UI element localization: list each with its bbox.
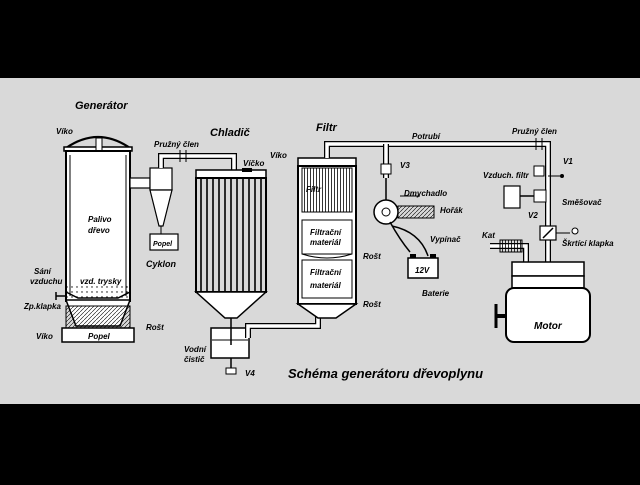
label-smesovac: Směšovač bbox=[562, 198, 602, 207]
label-kat: Kat bbox=[482, 231, 495, 240]
label-rost-filtr-1: Rošt bbox=[363, 252, 381, 261]
label-filtr-inner: Filtr bbox=[306, 185, 322, 194]
label-rost-generator: Rošt bbox=[146, 323, 164, 332]
label-vypinac: Vypínač bbox=[430, 235, 461, 244]
label-popel-generator: Popel bbox=[88, 332, 111, 341]
filter-unit bbox=[295, 157, 359, 319]
label-skrtici-klapka: Škrtící klapka bbox=[562, 239, 614, 248]
engine-unit bbox=[494, 261, 591, 343]
diagram-title: Schéma generátoru dřevoplynu bbox=[288, 366, 483, 381]
cooler-unit bbox=[194, 168, 268, 375]
label-filtracni-2a: Filtrační bbox=[310, 268, 343, 277]
label-v1: V1 bbox=[563, 157, 573, 166]
label-vzduch-filtr: Vzduch. filtr bbox=[483, 171, 530, 180]
exhaust-unit bbox=[490, 239, 529, 262]
label-palivo-2: dřevo bbox=[88, 226, 110, 235]
generator-unit bbox=[55, 136, 151, 343]
label-baterie: Baterie bbox=[422, 289, 450, 298]
label-filtracni-1b: materiál bbox=[310, 238, 341, 247]
label-cyklon: Cyklon bbox=[146, 259, 177, 269]
label-v3: V3 bbox=[400, 161, 410, 170]
label-v4: V4 bbox=[245, 369, 255, 378]
label-motor: Motor bbox=[534, 321, 563, 332]
label-viko-filtr: Víko bbox=[270, 151, 287, 160]
battery-unit bbox=[389, 221, 439, 279]
label-horak: Hořák bbox=[440, 206, 463, 215]
label-battery-voltage: 12V bbox=[415, 266, 430, 275]
pipe-cooler-filter bbox=[245, 312, 321, 338]
label-pruzny-clen-2: Pružný člen bbox=[512, 127, 557, 136]
label-v2: V2 bbox=[528, 211, 538, 220]
label-sani-2: vzduchu bbox=[30, 277, 63, 286]
cyclone-unit bbox=[149, 167, 179, 251]
pipe-generator-cooler bbox=[158, 150, 237, 170]
label-vodni-1: Vodní bbox=[184, 345, 208, 354]
label-pruzny-clen-1: Pružný člen bbox=[154, 140, 199, 149]
label-vodni-2: čistič bbox=[184, 355, 205, 364]
label-filtracni-2b: materiál bbox=[310, 281, 341, 290]
label-viko-bottom: Víko bbox=[36, 332, 53, 341]
label-vicko: Víčko bbox=[243, 159, 264, 168]
label-viko-top: Víko bbox=[56, 127, 73, 136]
label-filtracni-1a: Filtrační bbox=[310, 228, 343, 237]
label-popel-cyklon: Popel bbox=[153, 241, 173, 248]
label-dmychadlo: Dmychadlo bbox=[404, 189, 447, 198]
filter-title: Filtr bbox=[316, 122, 337, 134]
label-zp-klapka: Zp.klapka bbox=[23, 302, 61, 311]
label-vzd-trysky: vzd. trysky bbox=[80, 277, 122, 286]
label-sani-1: Sání bbox=[34, 267, 53, 276]
label-potrubi: Potrubí bbox=[412, 132, 442, 141]
blower-unit bbox=[373, 163, 435, 225]
mixer-unit bbox=[503, 165, 579, 241]
cooler-title: Chladič bbox=[210, 127, 251, 139]
generator-title: Generátor bbox=[75, 100, 128, 112]
label-rost-filtr-2: Rošt bbox=[363, 300, 381, 309]
label-palivo-1: Palivo bbox=[88, 215, 112, 224]
